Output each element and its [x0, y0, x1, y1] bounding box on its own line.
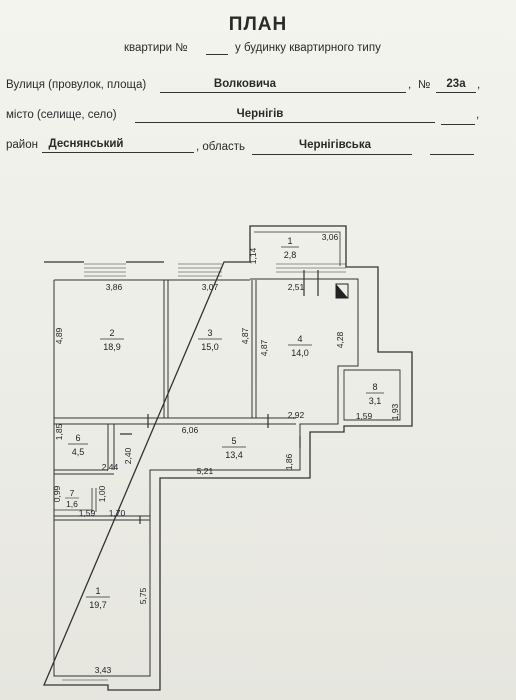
dim-hall-depth: 2,40	[123, 447, 133, 464]
building-type-text: у будинку квартирного типу	[235, 42, 381, 54]
dim-room4-depth-a: 4,87	[259, 339, 269, 356]
dim-room6-width: 2,44	[102, 462, 119, 472]
district-label: район	[6, 139, 38, 151]
room-num-8: 8	[372, 382, 377, 392]
street-value: Волковича	[213, 78, 277, 90]
oblast-label: , область	[196, 141, 245, 153]
dim-hall-width: 6,06	[182, 425, 199, 435]
oblast-extra-underline	[430, 154, 474, 155]
number-label: №	[418, 79, 431, 91]
room-num-6: 6	[75, 433, 80, 443]
dim-room8-width: 1,59	[356, 411, 373, 421]
district-value: Деснянський	[48, 138, 124, 150]
room-num-7: 7	[70, 488, 75, 498]
room-area-6: 4,5	[72, 447, 85, 457]
dim-room8-depth: 1,93	[390, 403, 400, 420]
city-label: місто (селище, село)	[6, 109, 117, 121]
number-comma: ,	[477, 79, 481, 91]
street-underline	[160, 92, 406, 93]
dim-hall-right: 2,92	[288, 410, 305, 420]
city-underline	[135, 122, 435, 123]
dim-room7-wall: 1,00	[97, 485, 107, 502]
room-num-4: 4	[297, 334, 302, 344]
apartment-label: квартири №	[124, 42, 188, 54]
room-area-5: 13,4	[225, 450, 243, 460]
dim-room6-depth: 1,85	[54, 423, 64, 440]
dim-room4-width: 2,51	[288, 282, 305, 292]
dim-room3-width: 3,07	[202, 282, 219, 292]
city-extra-underline	[441, 124, 475, 125]
room-area-3: 15,0	[201, 342, 219, 352]
room-num-1: 1	[95, 586, 100, 596]
page-title: ПЛАН	[228, 14, 288, 35]
dim-room1-depth: 5,75	[138, 587, 148, 604]
room-area-balcony: 2,8	[284, 250, 297, 260]
dim-room7-width: 1,59	[79, 508, 96, 518]
room-area-1: 19,7	[89, 600, 107, 610]
room-num-2: 2	[109, 328, 114, 338]
dim-room4-depth-b: 4,28	[335, 331, 345, 348]
city-comma: ,	[476, 109, 480, 121]
dim-balcony-depth: 1,14	[248, 247, 258, 264]
room-num-5: 5	[231, 436, 236, 446]
dim-balcony-width: 3,06	[322, 232, 339, 242]
room-area-8: 3,1	[369, 396, 382, 406]
dim-room1-width: 3,43	[95, 665, 112, 675]
city-value: Чернігів	[236, 108, 284, 120]
apartment-number-blank	[206, 54, 228, 55]
dim-room2-depth: 4,89	[54, 327, 64, 344]
dim-room7-depth: 0,99	[52, 485, 62, 502]
room-area-7: 1,6	[66, 499, 78, 509]
room-area-4: 14,0	[291, 348, 309, 358]
street-label: Вулиця (провулок, площа)	[6, 79, 147, 91]
street-comma: ,	[408, 79, 412, 91]
room-num-balcony: 1	[287, 236, 292, 246]
number-underline	[436, 92, 476, 93]
dim-bath-width: 1,70	[109, 508, 126, 518]
dim-room2-width: 3,86	[106, 282, 123, 292]
dim-room3-depth: 4,87	[240, 327, 250, 344]
dim-corridor-right: 1,86	[284, 453, 294, 470]
room-num-3: 3	[207, 328, 212, 338]
oblast-value: Чернігівська	[298, 139, 372, 151]
district-underline	[42, 152, 194, 153]
room-area-2: 18,9	[103, 342, 121, 352]
oblast-underline	[252, 154, 412, 155]
house-number-value: 23а	[446, 78, 466, 90]
dim-corridor-length: 5,21	[197, 466, 214, 476]
shaft-hatch-icon	[335, 283, 349, 299]
